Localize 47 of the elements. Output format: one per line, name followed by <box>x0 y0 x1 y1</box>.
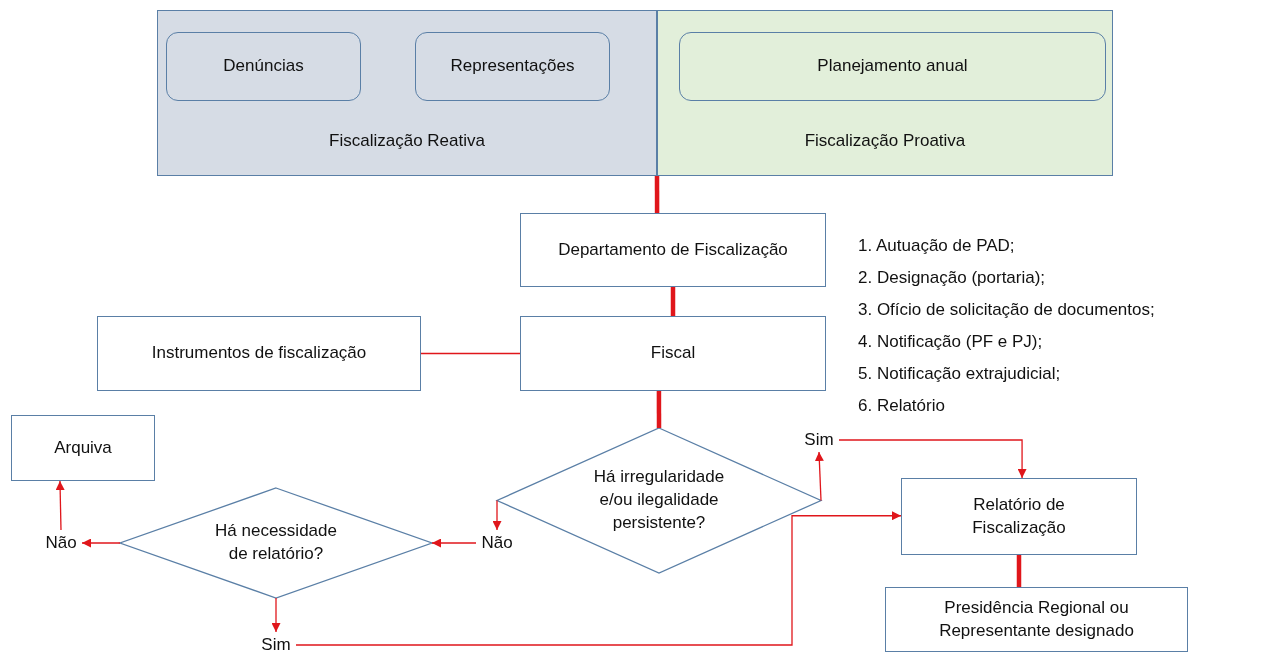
list-item: 1. Autuação de PAD; <box>858 235 1016 257</box>
arrow <box>81 538 121 548</box>
source-box <box>415 32 610 101</box>
connector-line <box>1016 555 1022 587</box>
source-box <box>679 32 1106 101</box>
process-box <box>520 213 826 287</box>
box-text: Instrumentos de fiscalização <box>151 342 367 365</box>
arrow <box>271 597 281 633</box>
box-text: Representações <box>450 55 575 78</box>
box-text: Planejamento anual <box>817 55 968 78</box>
branch-label: Não <box>476 530 518 556</box>
connector-line <box>656 391 662 428</box>
list-item: 5. Notificação extrajudicial; <box>858 363 1062 385</box>
process-box <box>11 415 155 481</box>
panel-heading: Fiscalização Proativa <box>804 130 966 153</box>
arrow <box>295 511 902 646</box>
category-panel <box>657 10 1113 176</box>
source-box <box>166 32 361 101</box>
box-text: Denúncias <box>223 55 304 78</box>
box-text: Presidência Regional ou Representante designado <box>938 596 1135 642</box>
connector-line <box>420 352 521 355</box>
connector-line <box>654 176 660 213</box>
arrow <box>838 439 1027 479</box>
arrow <box>492 499 502 531</box>
question-text: Há necessidade de relatório? <box>214 520 338 565</box>
box-text: Relatório de Fiscalização <box>971 493 1067 539</box>
list-item: 6. Relatório <box>858 395 946 417</box>
branch-label: Sim <box>256 632 296 658</box>
process-box <box>901 478 1137 555</box>
question-text: Há irregularidade e/ou ilegalidade persistente? <box>592 466 726 534</box>
branch-label: Não <box>40 530 82 556</box>
branch-label: Sim <box>799 428 839 452</box>
list-item: 3. Ofício de solicitação de documentos; <box>858 299 1155 321</box>
box-text: Arquiva <box>54 436 112 459</box>
arrow <box>814 451 824 502</box>
list-item: 2. Designação (portaria); <box>858 267 1047 289</box>
process-box <box>97 316 421 391</box>
process-box <box>520 316 826 391</box>
list-item: 4. Notificação (PF e PJ); <box>858 331 1044 353</box>
arrow <box>55 480 65 531</box>
process-box <box>885 587 1188 652</box>
box-text: Departamento de Fiscalização <box>558 238 788 261</box>
connector-line <box>670 287 676 316</box>
category-panel <box>157 10 657 176</box>
panel-heading: Fiscalização Reativa <box>329 130 485 153</box>
box-text: Fiscal <box>650 342 696 365</box>
arrow <box>431 538 477 548</box>
